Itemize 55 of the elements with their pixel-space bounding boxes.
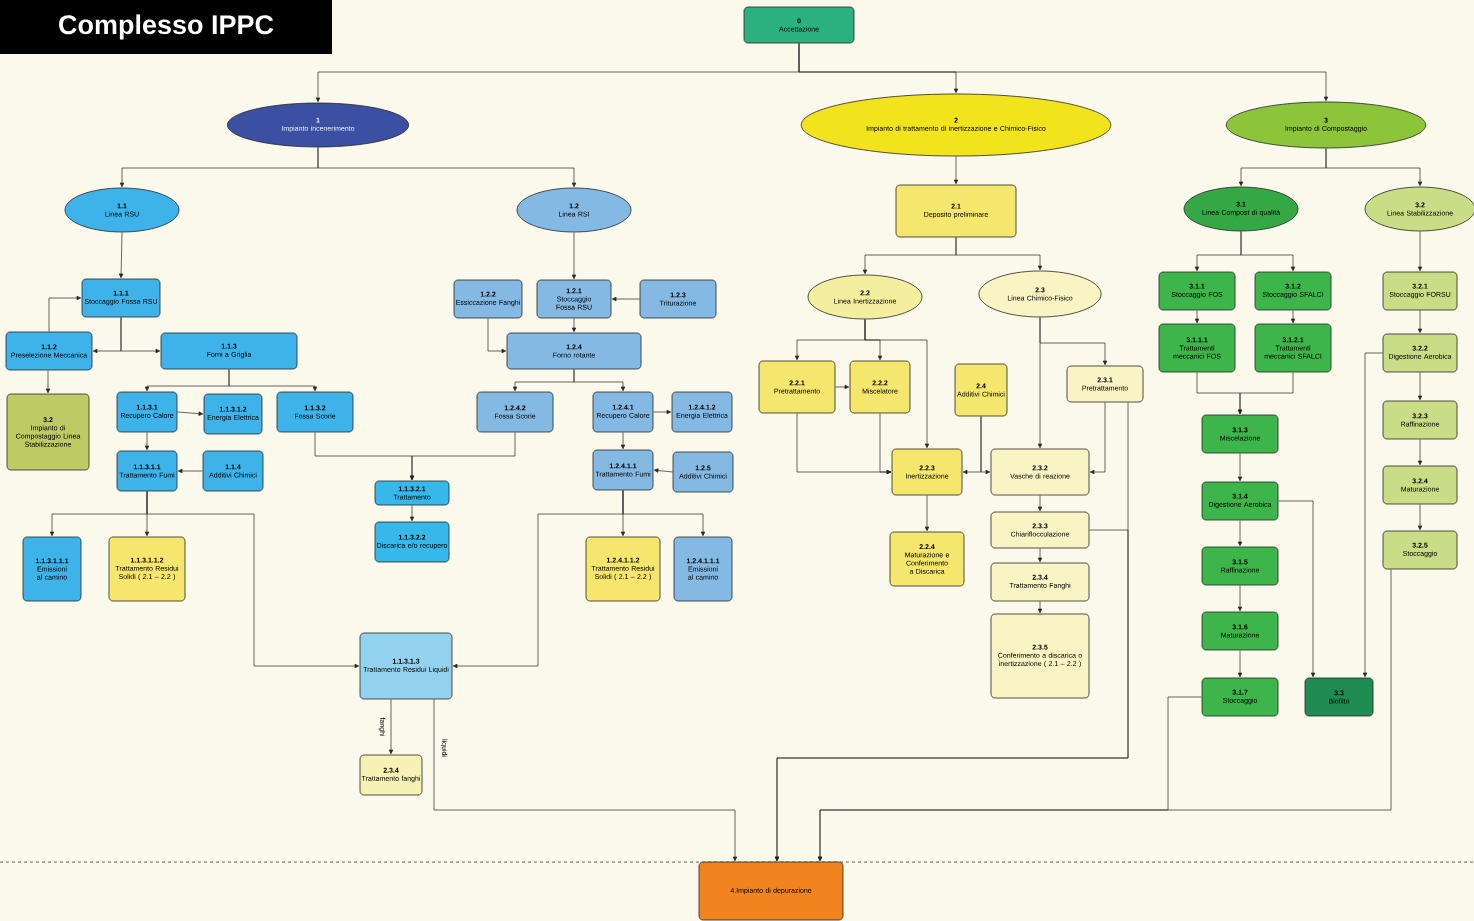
arrow — [409, 432, 516, 481]
arrow — [653, 468, 673, 473]
arrow — [1417, 372, 1423, 401]
arrow — [573, 369, 626, 392]
arrow — [48, 295, 82, 332]
arrow — [1417, 231, 1423, 272]
arrow — [1089, 402, 1106, 475]
arrow — [835, 384, 850, 390]
arrow — [1037, 548, 1043, 563]
arrow — [118, 232, 124, 279]
arrow — [1237, 650, 1243, 678]
arrow — [487, 318, 507, 354]
arrow — [146, 491, 360, 669]
arrow — [798, 43, 1329, 102]
arrow — [1237, 520, 1243, 547]
arrow — [1240, 231, 1296, 272]
arrow — [879, 413, 892, 475]
arrow — [1194, 310, 1200, 324]
arrow — [571, 232, 577, 280]
arrow — [1362, 352, 1383, 678]
arrow — [571, 318, 577, 333]
arrow — [1237, 585, 1243, 612]
arrow — [177, 411, 204, 416]
arrow — [120, 317, 161, 354]
arrow — [620, 432, 626, 450]
arrow — [1417, 504, 1423, 531]
title-banner: Complesso IPPC — [0, 0, 332, 54]
arrow — [1417, 439, 1423, 466]
arrow — [1037, 601, 1043, 614]
arrow — [177, 468, 203, 474]
arrow — [388, 699, 394, 755]
arrow — [409, 505, 415, 522]
arrow — [317, 147, 577, 188]
arrow — [653, 409, 672, 415]
arrow — [924, 495, 930, 532]
arrow — [955, 237, 1043, 271]
arrow — [864, 319, 930, 449]
arrow — [433, 699, 738, 862]
arrow — [980, 416, 991, 475]
arrow — [1417, 310, 1423, 334]
arrow — [144, 432, 150, 451]
arrow — [1325, 148, 1423, 187]
arrow — [611, 296, 640, 302]
arrow — [1039, 317, 1108, 366]
arrow — [228, 369, 318, 392]
arrow — [1237, 453, 1243, 482]
arrow — [45, 370, 51, 394]
arrow — [1290, 310, 1296, 324]
arrow — [953, 156, 959, 185]
arrow — [1278, 500, 1316, 678]
arrow — [1237, 372, 1294, 415]
arrow — [1037, 495, 1043, 512]
arrow — [774, 529, 1129, 862]
arrow — [817, 569, 1392, 862]
arrow — [452, 490, 624, 669]
